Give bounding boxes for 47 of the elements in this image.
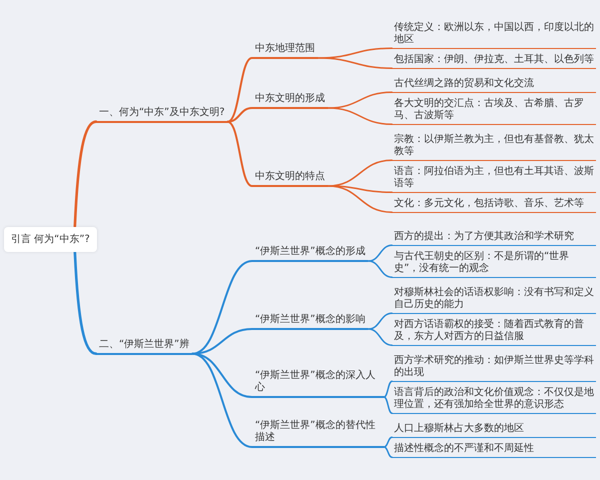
branch-connector: [226, 107, 253, 123]
branch-connector: [383, 396, 393, 414]
leaf-topic: 语言背后的政治和文化价值观念：不仅仅是地理位置，还有强加给全世界的意识形态: [392, 387, 596, 414]
leaf-topic: 西方的提出：为了方便其政治和学术研究: [392, 231, 596, 246]
main-branch-topic: 二、“伊斯兰世界”辨: [96, 339, 192, 355]
branch-connector: [226, 120, 253, 187]
branch-connector: [383, 446, 393, 458]
leaf-topic: 传统定义：欧洲以东，中国以西，印度以北的地区: [392, 22, 596, 49]
branch-connector: [226, 57, 253, 123]
subtopic: 中东地理范围: [252, 43, 318, 59]
branch-connector: [368, 260, 393, 278]
branch-connector: [327, 107, 393, 125]
leaf-topic: 西方学术研究的推动：如伊斯兰世界史等学科的出现: [392, 355, 596, 382]
subtopic: 中东文明的特点: [252, 171, 328, 187]
branch-connector: [383, 380, 393, 398]
leaf-topic: 古代丝绸之路的贸易和文化交流: [392, 78, 596, 93]
leaf-topic: 包括国家：伊朗、伊拉克、土耳其、以色列等: [392, 54, 596, 69]
leaf-topic: 对穆斯林社会的话语权影响：没有书写和定义自己历史的能力: [392, 287, 596, 314]
leaf-topic: 各大文明的交汇点：古埃及、古希腊、古罗马、古波斯等: [392, 98, 596, 125]
main-branch-topic: 一、何为“中东”及中东文明?: [96, 107, 228, 123]
leaf-topic: 对西方话语霸权的接受：随着西式教育的普及，东方人对西方的日益信服: [392, 319, 596, 346]
subtopic: 中东文明的形成: [252, 93, 328, 109]
branch-connector: [191, 352, 253, 448]
branch-connector: [327, 92, 393, 109]
leaf-topic: 人口上穆斯林占大多数的地区: [392, 423, 596, 438]
leaf-topic: 文化：多元文化，包括诗歌、音乐、艺术等: [392, 198, 596, 213]
leaf-topic: 描述性概念的不严谨和不周延性: [392, 443, 596, 458]
branch-connector: [191, 352, 253, 398]
subtopic: “伊斯兰世界”概念的深入人心: [252, 370, 384, 398]
branch-connector: [327, 185, 393, 213]
branch-connector: [368, 328, 393, 346]
branch-connector: [327, 160, 393, 187]
branch-connector: [317, 48, 393, 59]
branch-connector: [74, 250, 98, 355]
leaf-topic: 与古代王朝史的区别：不是所谓的“世界史”，没有统一的观念: [392, 251, 596, 278]
branch-connector: [74, 120, 98, 228]
branch-connector: [191, 328, 253, 355]
branch-connector: [383, 436, 393, 448]
branch-connector: [368, 244, 393, 262]
subtopic: “伊斯兰世界”概念的替代性描述: [252, 420, 384, 448]
subtopic: “伊斯兰世界”概念的形成: [252, 246, 368, 262]
branch-connector: [368, 312, 393, 330]
leaf-topic: 语言：阿拉伯语为主，但也有土耳其语、波斯语等: [392, 166, 596, 193]
subtopic: “伊斯兰世界”概念的影响: [252, 314, 368, 330]
central-topic-box: 引言 何为“中东”?: [4, 226, 97, 252]
branch-connector: [317, 57, 393, 69]
leaf-topic: 宗教：以伊斯兰教为主，但也有基督教、犹太教等: [392, 134, 596, 161]
